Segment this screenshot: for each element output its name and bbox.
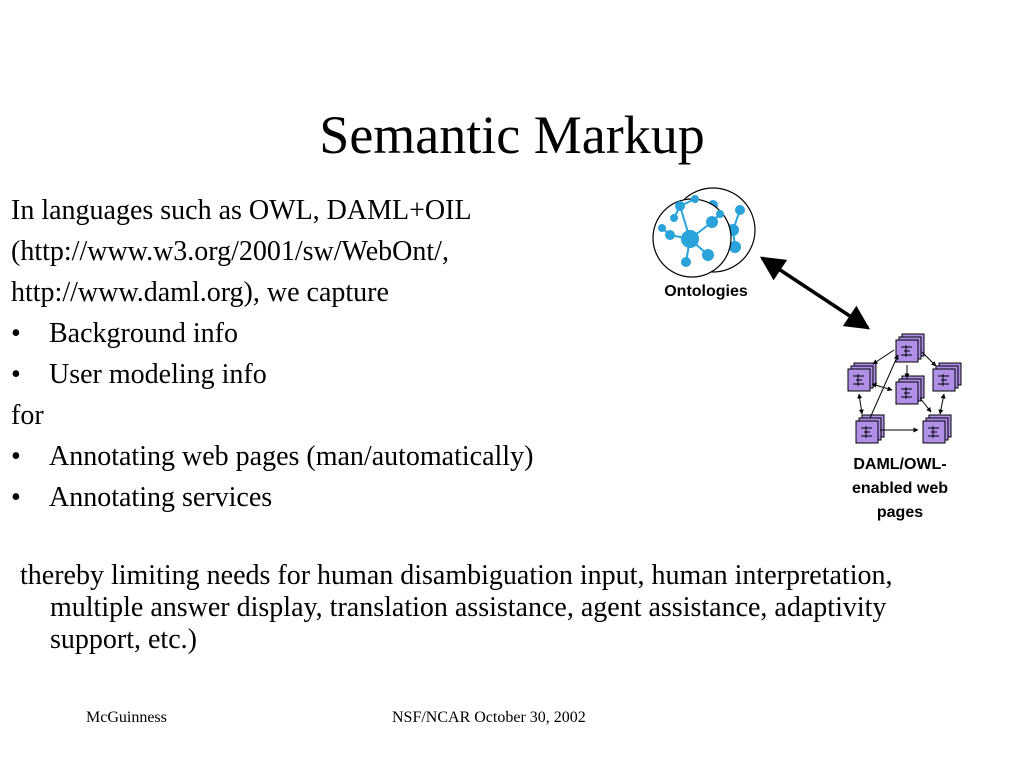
bullet-item: • Background info — [11, 313, 671, 354]
bullet-item: • User modeling info — [11, 354, 671, 395]
bullet-item: • Annotating services — [11, 477, 671, 518]
bullet-glyph: • — [11, 318, 21, 349]
bullet-text: Background info — [49, 318, 238, 349]
closing-paragraph: thereby limiting needs for human disambi… — [20, 560, 893, 655]
footer-author: McGuinness — [86, 709, 167, 726]
intro-line: (http://www.w3.org/2001/sw/WebOnt/, — [11, 236, 449, 267]
semantic-web-diagram — [652, 187, 962, 444]
intro-line: In languages such as OWL, DAML+OIL — [11, 195, 472, 226]
slide-title: Semantic Markup — [319, 105, 705, 165]
web-page-network — [847, 333, 962, 444]
for-text: for — [11, 400, 44, 431]
intro-line: http://www.daml.org), we capture — [11, 277, 389, 308]
bullet-glyph: • — [11, 359, 21, 390]
bullet-item: • Annotating web pages (man/automatically… — [11, 436, 671, 477]
mapping-arrow — [759, 256, 871, 330]
slide-body: In languages such as OWL, DAML+OIL (http… — [11, 190, 671, 518]
bullet-text: Annotating web pages (man/automatically) — [49, 441, 534, 472]
ontology-graph-icon — [652, 187, 756, 278]
web-pages-label: DAML/OWL-enabled web pages — [851, 456, 949, 521]
web-page-icon — [855, 414, 885, 444]
web-page-icon — [895, 333, 925, 363]
bullet-text: User modeling info — [49, 359, 267, 390]
bullet-text: Annotating services — [49, 482, 273, 513]
web-page-icon — [922, 414, 952, 444]
footer-event: NSF/NCAR October 30, 2002 — [392, 709, 586, 726]
bullet-glyph: • — [11, 482, 21, 513]
bullet-glyph: • — [11, 441, 21, 472]
web-page-icon — [895, 375, 925, 405]
web-page-icon — [847, 362, 877, 392]
ontologies-label: Ontologies — [664, 283, 748, 300]
web-page-icon — [932, 362, 962, 392]
